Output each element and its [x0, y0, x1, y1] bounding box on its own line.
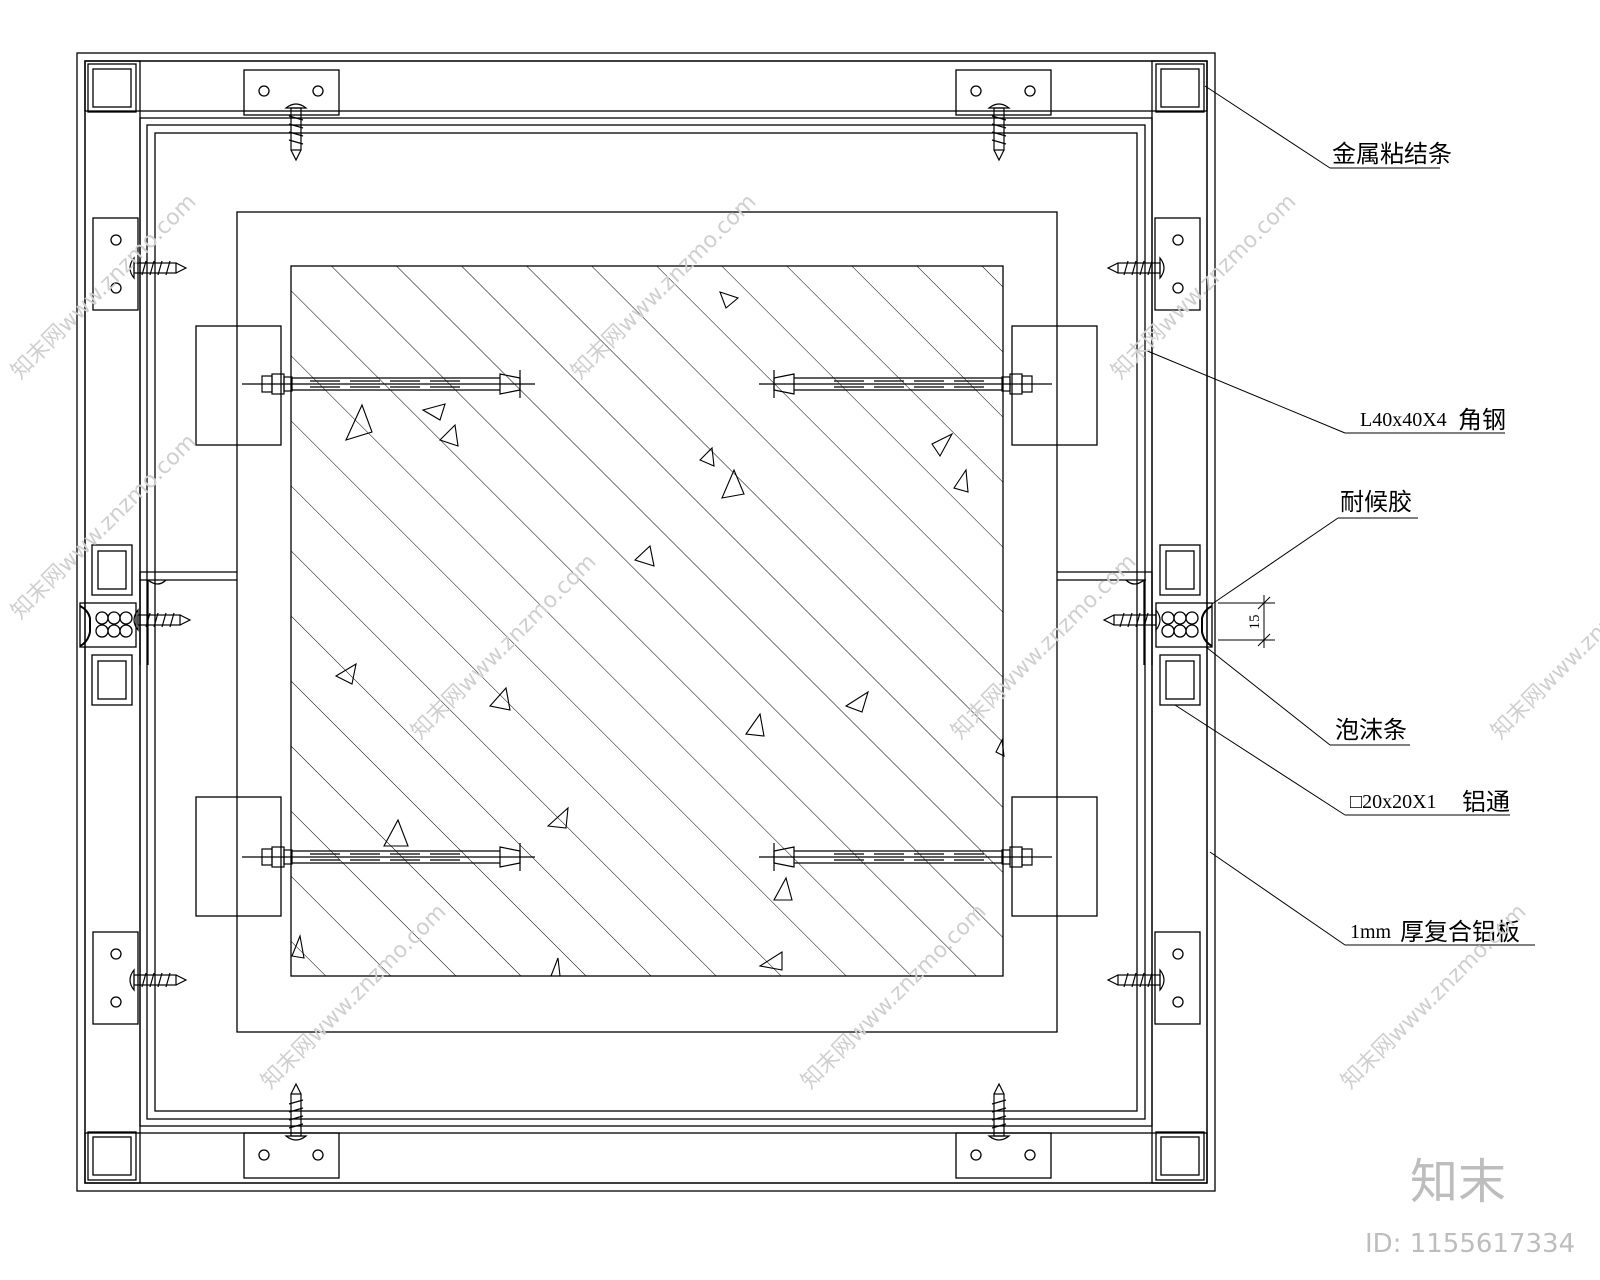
- label-angle-steel-size: L40x40X4: [1360, 409, 1447, 431]
- watermark-text: 知末网www.znzmo.com: [1487, 549, 1600, 744]
- left-foam-strip: [95, 611, 133, 638]
- annotation-labels: 金属粘结条 L40x40X4 角钢 耐候胶 泡沫条 □20x20X1 铝通 1m…: [1332, 140, 1520, 946]
- watermark-text: 知末网www.znzmo.com: [1107, 189, 1302, 384]
- joint-dimension: [1218, 595, 1275, 648]
- corner-adhesive-blocks: [87, 63, 1205, 1181]
- right-joint-assembly: [1057, 544, 1213, 706]
- bracket-plates: [92, 69, 1201, 1179]
- label-foam-strip: 泡沫条: [1335, 716, 1407, 744]
- label-angle-steel: 角钢: [1458, 406, 1506, 434]
- self-tapping-screws: [129, 103, 1165, 1141]
- leader-lines: [1144, 85, 1535, 946]
- right-foam-strip: [1161, 611, 1199, 638]
- label-alu-tube: 铝通: [1462, 788, 1510, 816]
- label-panel-thickness: 1mm: [1350, 921, 1392, 943]
- aggregate-marks: [291, 291, 1005, 977]
- image-id: ID: 1155617334: [1365, 1229, 1575, 1259]
- left-joint-assembly: [79, 544, 237, 706]
- label-alu-panel: 厚复合铝板: [1400, 918, 1520, 946]
- inner-support-frame: [236, 211, 1058, 1033]
- watermark-text: 知末网www.znzmo.com: [7, 189, 202, 384]
- label-sealant: 耐候胶: [1340, 488, 1412, 516]
- label-alu-tube-size: □20x20X1: [1350, 791, 1437, 813]
- anchor-bolts: [242, 370, 1052, 871]
- brand-logo-text: 知末: [1410, 1154, 1506, 1210]
- concrete-core: [290, 265, 1005, 977]
- label-metal-strip: 金属粘结条: [1332, 140, 1452, 168]
- joint-dimension-value: 15: [1247, 615, 1263, 630]
